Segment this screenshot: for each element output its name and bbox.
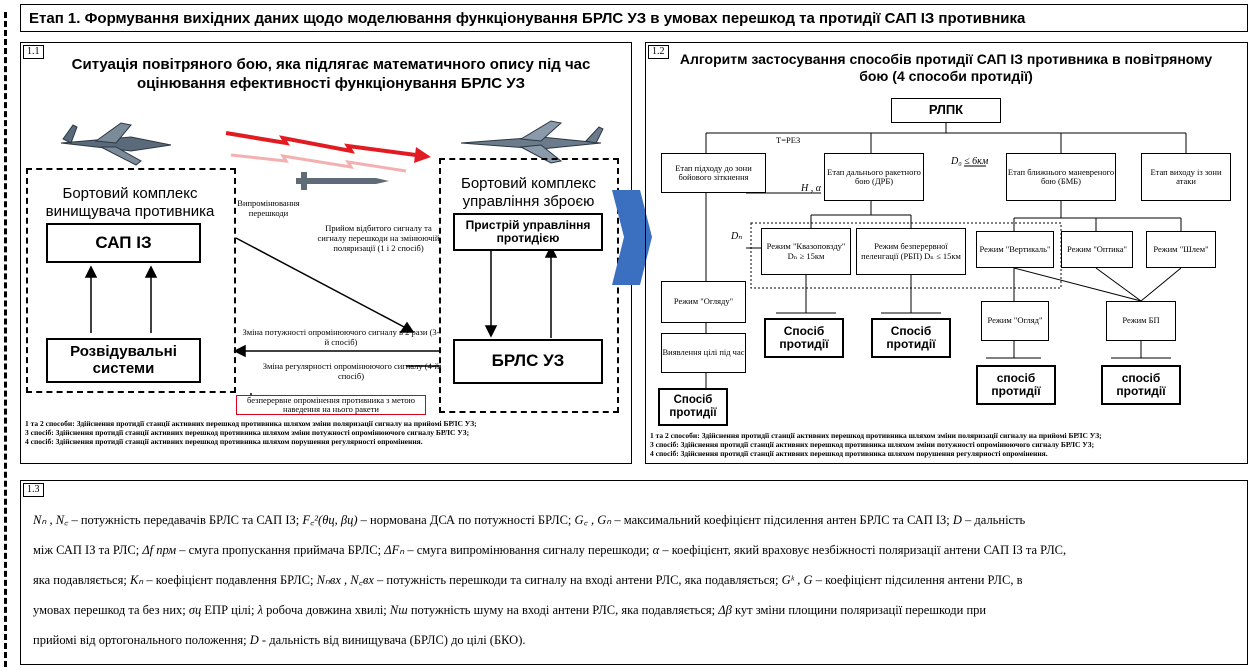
sap-iz-box: САП ІЗ [46,223,201,263]
stage-long-range-box: Етап дальнього ракетного бою (ДРБ) [824,153,924,201]
enemy-fighter-image [60,122,172,166]
mode-review-box: Режим "Огляду" [661,281,746,323]
left-dashed-border [4,12,7,667]
power-change-label: Зміна потужності опромінюючого сигналу в… [242,327,440,347]
note-2: 3 спосіб: Здійснення протидії станції ак… [25,428,470,437]
own-complex-dashed-group [439,158,619,413]
method-box-2: Спосіб протидії [764,318,844,358]
mode-vertical-box: Режим "Вертикаль" [976,231,1054,268]
regularity-change-label: Зміна регулярності опромінюючого сигналу… [262,361,440,381]
mode-bp-box: Режим БП [1106,301,1176,341]
legend-line-5: прийомі від ортогонального положення; D … [33,633,526,647]
panel1-notes: 1 та 2 способи: Здійснення протидії стан… [25,419,625,446]
panel-situation: 1.1 Ситуація повітряного бою, яка підляг… [20,42,632,464]
panel-number: 1.3 [23,483,44,497]
receive-label: Прийом відбитого сигналу та сигналу пере… [317,223,440,253]
panel-number: 1.1 [23,45,44,59]
method-box-1: Спосіб протидії [658,388,728,426]
stage-header: Етап 1. Формування вихідних даних щодо м… [20,4,1248,32]
note-3: 4 спосіб: Здійснення протидії станції ак… [650,449,1048,458]
method-box-3: Спосіб протидії [871,318,951,358]
emit-label: Випромінювання перешкоди [237,198,300,218]
panel-algorithm: 1.2 Алгоритм застосування способів проти… [645,42,1248,464]
detect-target-box: Виявлення цілі під час [661,333,746,373]
method-box-5: спосіб протидії [1101,365,1181,405]
legend-line-3: яка подавляється; Kₙ – коефіцієнт подавл… [33,573,1023,587]
enemy-complex-label: Бортовий комплекс винищувача противника [45,185,215,220]
counter-device-box: Пристрій управління протидією [453,213,603,251]
mode-optics-box: Режим "Оптика" [1061,231,1133,268]
situation-graphics [60,120,604,403]
method-box-4: спосіб протидії [976,365,1056,405]
panel2-notes: 1 та 2 способи: Здійснення протидії стан… [650,431,1245,458]
tag-dn-label: Dₙ [731,231,743,242]
tag-h-label: H , α [801,183,821,194]
enemy-complex-dashed-group [26,168,236,393]
jamming-lightning-arrow [225,131,431,173]
continuous-irradiation-box: безперервне опромінення противника з мет… [236,395,426,415]
mode-quasi-box: Режим "Квазоповзду" Dₙ ≥ 15км [761,228,851,275]
note-3: 4 спосіб: Здійснення протидії станції ак… [25,437,423,446]
panel-title: Ситуація повітряного бою, яка підлягає м… [71,56,591,92]
note-1: 1 та 2 способи: Здійснення протидії стан… [25,419,477,428]
panel-legend: 1.3 Nₙ , N꜀ – потужність передавачів БРЛ… [20,480,1248,665]
algorithm-connectors [705,123,1187,388]
rlpk-box: РЛПК [891,98,1001,123]
mode-rbp-box: Режим безперервної пеленгації (РБП) Dₙ ≤… [856,228,966,275]
note-2: 3 спосіб: Здійснення протидії станції ак… [650,440,1095,449]
stage-exit-box: Етап виходу із зони атаки [1141,153,1231,201]
tag-d0-label: D₀ ≤ 6км [951,156,989,167]
legend-line-4: умовах перешкод та без них; σц ЕПР цілі;… [33,603,987,617]
own-complex-label: Бортовий комплекс управління зброєю [461,175,596,210]
panel-number: 1.2 [648,45,669,59]
stage-title: Етап 1. Формування вихідних даних щодо м… [29,9,1026,27]
own-fighter-image [460,120,604,164]
legend-text: Nₙ , N꜀ – потужність передавачів БРЛС та… [33,505,1251,655]
note-1: 1 та 2 способи: Здійснення протидії стан… [650,431,1102,440]
stage-close-combat-box: Етап ближнього маневреного бою (БМБ) [1006,153,1116,201]
mode-helmet-box: Режим "Шлем" [1146,231,1216,268]
panel-title: Алгоритм застосування способів протидії … [679,51,1213,84]
brls-uz-box: БРЛС УЗ [453,339,603,384]
legend-line-1: Nₙ , N꜀ – потужність передавачів БРЛС та… [33,513,1026,527]
stage-approach-box: Етап підходу до зони бойового зіткнення [661,153,766,193]
legend-line-2: між САП ІЗ та РЛС; Δf прм – смуга пропус… [33,543,1067,557]
missile-image [296,172,389,190]
mode-review-bmb-box: Режим "Огляд" [981,301,1049,341]
transition-arrow [612,190,652,285]
recon-systems-box: Розвідувальні системи [46,338,201,383]
tag-t-label: Т=РЕЗ [776,135,801,145]
